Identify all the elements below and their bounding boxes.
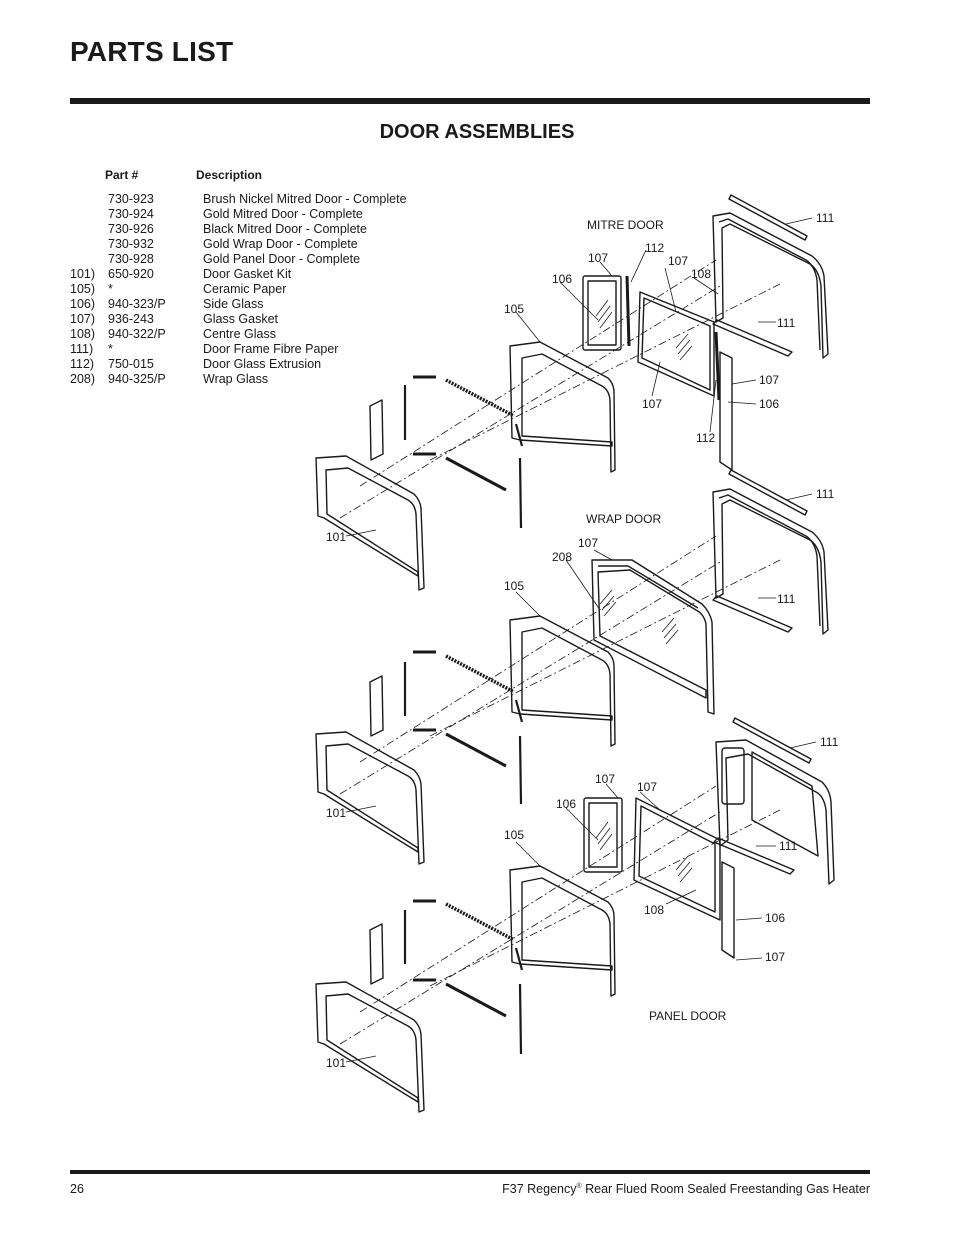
part-description: Gold Panel Door - Complete xyxy=(203,252,361,266)
part-number: * xyxy=(108,342,113,356)
callout-107: 107 xyxy=(668,254,688,268)
callout-106: 106 xyxy=(765,911,785,925)
table-row: 105) * Ceramic Paper xyxy=(0,282,420,297)
callout-107: 107 xyxy=(642,397,662,411)
wrap-door-labels: WRAP DOOR 111 107 208 105 111 101 xyxy=(326,487,835,820)
part-number: 940-323/P xyxy=(108,297,166,311)
table-header-part: Part # xyxy=(105,168,139,182)
callout-101: 101 xyxy=(326,806,346,820)
part-description: Centre Glass xyxy=(203,327,276,341)
table-row: 108) 940-322/P Centre Glass xyxy=(0,327,420,342)
item-number: 108) xyxy=(70,327,96,341)
part-description: Black Mitred Door - Complete xyxy=(203,222,367,236)
callout-107: 107 xyxy=(588,251,608,265)
part-description: Gold Mitred Door - Complete xyxy=(203,207,363,221)
mitre-door-labels: MITRE DOOR 111 107 112 107 106 108 105 1… xyxy=(326,211,835,544)
callout-111: 111 xyxy=(820,735,839,749)
callout-107: 107 xyxy=(759,373,779,387)
callout-105: 105 xyxy=(504,302,524,316)
table-row: 730-923 Brush Nickel Mitred Door - Comple… xyxy=(0,192,420,207)
part-number: 730-926 xyxy=(108,222,154,236)
panel-door-labels: 111 107 107 106 105 111 108 106 107 PANE… xyxy=(326,735,839,1070)
part-description: Door Gasket Kit xyxy=(203,267,292,281)
part-number: 940-322/P xyxy=(108,327,166,341)
callout-111: 111 xyxy=(779,839,798,853)
table-row: 112) 750-015 Door Glass Extrusion xyxy=(0,357,420,372)
part-number: 730-923 xyxy=(108,192,154,206)
callout-111: 111 xyxy=(816,487,835,501)
callout-208: 208 xyxy=(552,550,572,564)
section-title: DOOR ASSEMBLIES xyxy=(379,121,575,143)
callout-107: 107 xyxy=(578,536,598,550)
panel-door-title: PANEL DOOR xyxy=(649,1009,727,1023)
part-number: 730-928 xyxy=(108,252,154,266)
callout-106: 106 xyxy=(759,397,779,411)
callout-107: 107 xyxy=(637,780,657,794)
item-number: 112) xyxy=(70,357,95,371)
part-description: Gold Wrap Door - Complete xyxy=(203,237,358,251)
callout-111: 111 xyxy=(777,316,796,330)
exploded-view-drawing xyxy=(315,194,835,1113)
item-number: 208) xyxy=(70,372,96,386)
wrap-door-assembly xyxy=(315,469,829,865)
panel-door-assembly xyxy=(315,717,835,1113)
wrap-door-title: WRAP DOOR xyxy=(586,512,661,526)
bottom-rule xyxy=(70,1170,870,1174)
callout-105: 105 xyxy=(504,828,524,842)
table-row: 730-924 Gold Mitred Door - Complete xyxy=(0,207,420,222)
item-number: 101) xyxy=(70,267,96,281)
item-number: 107) xyxy=(70,312,96,326)
footer-title: F37 Regency® Rear Flued Room Sealed Free… xyxy=(502,1182,870,1196)
page-number: 26 xyxy=(70,1182,84,1196)
callout-111: 111 xyxy=(816,211,835,225)
callout-101: 101 xyxy=(326,530,346,544)
part-number: 730-924 xyxy=(108,207,154,221)
table-row: 730-932 Gold Wrap Door - Complete xyxy=(0,237,420,252)
footer-product: F37 Regency xyxy=(502,1182,577,1196)
table-row: 106) 940-323/P Side Glass xyxy=(0,297,420,312)
table-row: 111) * Door Frame Fibre Paper xyxy=(0,342,420,357)
part-number: 730-932 xyxy=(108,237,154,251)
callout-108: 108 xyxy=(691,267,711,281)
callout-107: 107 xyxy=(765,950,785,964)
part-description: Glass Gasket xyxy=(203,312,279,326)
callout-106: 106 xyxy=(552,272,572,286)
part-description: Door Glass Extrusion xyxy=(203,357,322,371)
table-row: 107) 936-243 Glass Gasket xyxy=(0,312,420,327)
callout-105: 105 xyxy=(504,579,524,593)
part-number: * xyxy=(108,282,113,296)
callout-111: 111 xyxy=(777,592,796,606)
part-number: 750-015 xyxy=(108,357,154,371)
callout-108: 108 xyxy=(644,903,664,917)
part-description: Ceramic Paper xyxy=(203,282,287,296)
part-description: Wrap Glass xyxy=(203,372,269,386)
callout-112: 112 xyxy=(696,431,715,445)
part-number: 650-920 xyxy=(108,267,154,281)
table-header-description: Description xyxy=(196,168,263,182)
callout-106: 106 xyxy=(556,797,576,811)
item-number: 106) xyxy=(70,297,96,311)
trademark-symbol: ® xyxy=(576,1182,582,1190)
table-row: 730-928 Gold Panel Door - Complete xyxy=(0,252,420,267)
top-rule xyxy=(70,98,870,104)
part-description: Brush Nickel Mitred Door - Complete xyxy=(203,192,407,206)
item-number: 111) xyxy=(70,342,94,356)
footer-description: Rear Flued Room Sealed Freestanding Gas … xyxy=(581,1182,870,1196)
callout-112: 112 xyxy=(645,241,664,255)
part-number: 940-325/P xyxy=(108,372,166,386)
mitre-door-title: MITRE DOOR xyxy=(587,218,664,232)
table-row: 208) 940-325/P Wrap Glass xyxy=(0,372,420,387)
table-row: 730-926 Black Mitred Door - Complete xyxy=(0,222,420,237)
page-title: PARTS LIST xyxy=(70,36,234,67)
table-row: 101) 650-920 Door Gasket Kit xyxy=(0,267,420,282)
part-number: 936-243 xyxy=(108,312,154,326)
callout-101: 101 xyxy=(326,1056,346,1070)
item-number: 105) xyxy=(70,282,96,296)
part-description: Door Frame Fibre Paper xyxy=(203,342,339,356)
part-description: Side Glass xyxy=(203,297,264,311)
mitre-door-assembly xyxy=(315,194,829,591)
callout-107: 107 xyxy=(595,772,615,786)
